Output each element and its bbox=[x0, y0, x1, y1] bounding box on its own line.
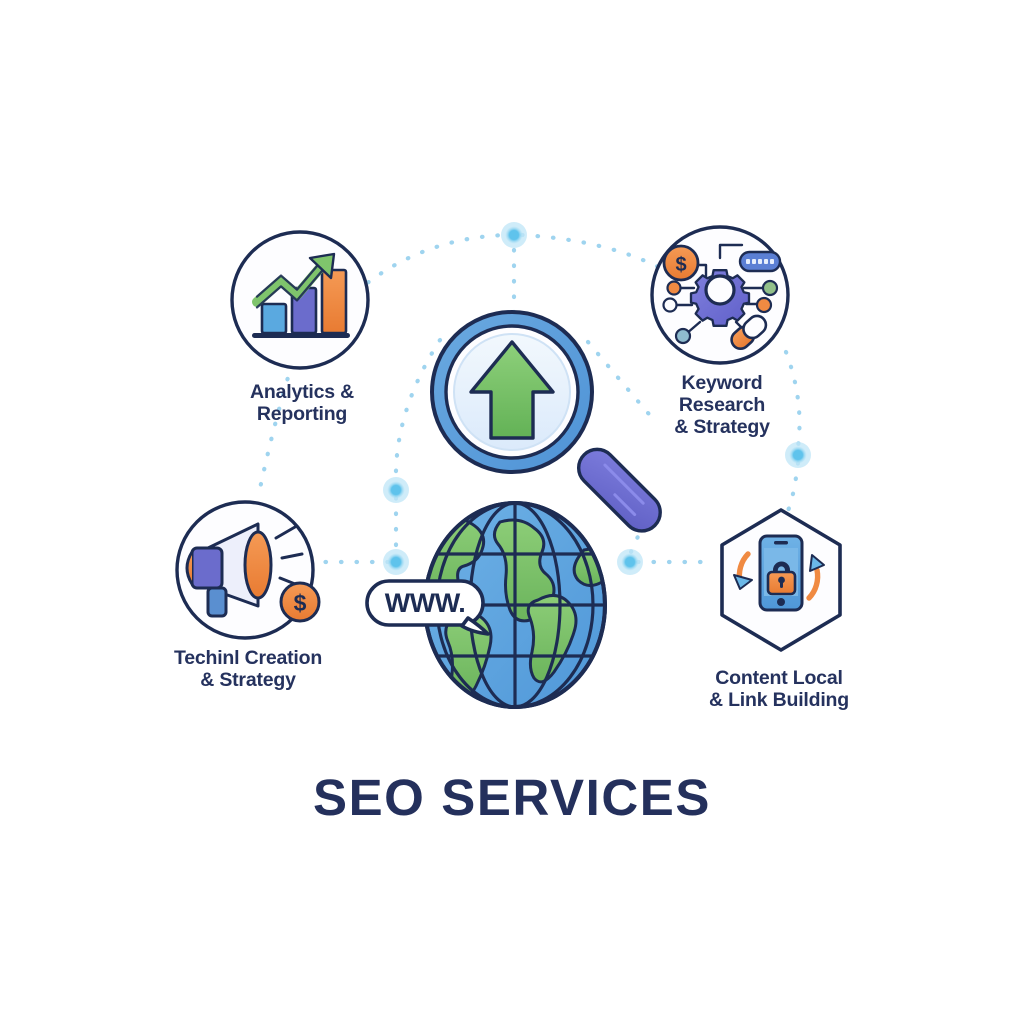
node-content-icon[interactable] bbox=[720, 508, 842, 652]
node-keyword-icon[interactable]: $ bbox=[650, 225, 790, 365]
www-badge[interactable] bbox=[365, 579, 490, 636]
connector-nodes bbox=[383, 222, 811, 575]
top-hub-dot bbox=[501, 222, 527, 248]
globe-icon[interactable] bbox=[410, 498, 620, 712]
svg-text:$: $ bbox=[294, 590, 307, 616]
node-techinl-icon[interactable]: $ bbox=[175, 500, 321, 640]
node-label-techinl: Techinl Creation & Strategy bbox=[173, 647, 323, 692]
svg-text:$: $ bbox=[675, 254, 686, 276]
left-mid-dot bbox=[383, 549, 409, 575]
right-mid-dot bbox=[617, 549, 643, 575]
page-title: SEO SERVICES bbox=[312, 769, 712, 826]
node-analytics-icon[interactable] bbox=[230, 230, 370, 370]
node-label-keyword: Keyword Research & Strategy bbox=[674, 372, 770, 439]
node-label-analytics: Analytics & Reporting bbox=[249, 381, 354, 426]
node-label-content: Content Local & Link Building bbox=[709, 667, 849, 712]
magnifier-icon[interactable] bbox=[430, 310, 668, 539]
right-hub-dot bbox=[785, 442, 811, 468]
left-hub-dot bbox=[383, 477, 409, 503]
www-badge-text: WWW. bbox=[384, 588, 466, 618]
